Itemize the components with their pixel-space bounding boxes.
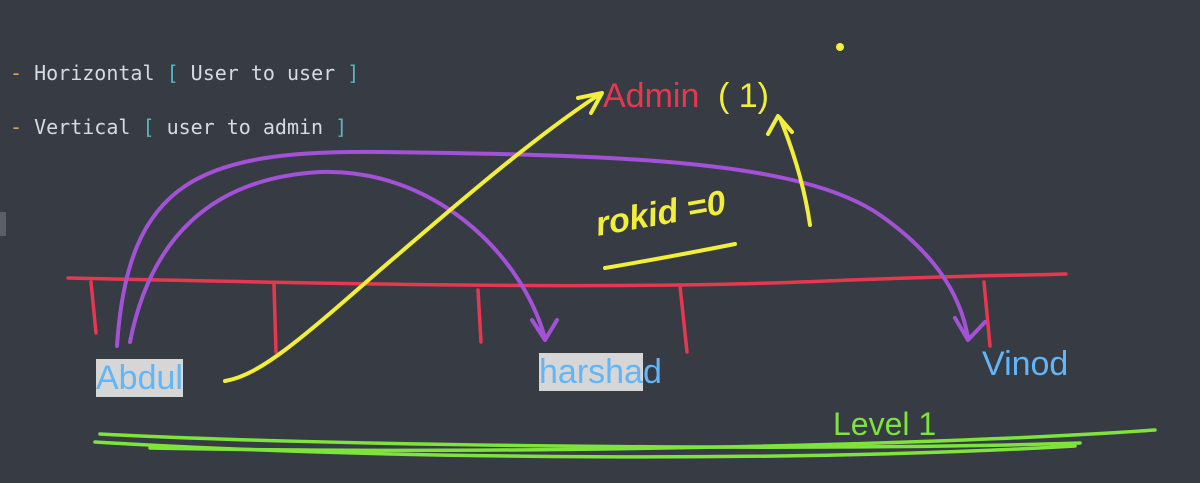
note-bracket-open: [ [142,115,155,139]
user-vinod: Vinod [982,345,1069,383]
user-abdul: Abdul [96,358,183,398]
note-dash: - [10,61,23,85]
admin-count-label: ( 1) [718,77,769,115]
note-detail: User to user [190,61,336,85]
note-horizontal: - Horizontal [ User to user ] [10,46,359,100]
level-line-bar [66,272,1068,288]
note-detail: user to admin [166,115,324,139]
scroll-marker [0,212,6,236]
notes-list: - Horizontal [ User to user ] - Vertical… [10,46,359,154]
horizontal-arrows [115,149,987,348]
user-harshad-highlighted: harsha [539,353,643,391]
arc-abdul-to-vinod [115,149,970,348]
note-label: Vertical [34,115,131,139]
note-bracket-close: ] [347,61,360,85]
arrowhead-harshad [530,318,559,342]
arrow-formula-to-admin [778,116,812,227]
arrowhead-admin [576,91,604,115]
level-tick [272,283,278,354]
note-bracket-close: ] [335,115,348,139]
level-tick [89,280,98,335]
user-harshad: harshad [539,352,662,392]
note-vertical: - Vertical [ user to admin ] [10,100,359,154]
admin-label: Admin [603,77,700,115]
arrowhead-vinod [953,316,987,342]
underline-stroke [148,428,1157,453]
level-line [66,272,1068,354]
underline-stroke [98,432,1082,449]
note-bracket-open: [ [166,61,179,85]
note-dash: - [10,115,23,139]
user-abdul-text: Abdul [96,359,183,397]
level-tick [678,284,689,354]
user-harshad-rest: d [642,353,662,391]
vertical-arrows [223,91,812,383]
level-tick [982,280,992,348]
level-underline [93,428,1157,459]
formula-underline [603,242,737,270]
note-label: Horizontal [34,61,155,85]
arc-abdul-to-harshad [128,169,547,344]
dot-mark [836,43,844,51]
arrowhead-admin-count [766,114,794,136]
level-label: Level 1 [833,406,937,442]
arrow-abdul-to-admin [223,92,602,383]
level-tick [476,288,483,344]
